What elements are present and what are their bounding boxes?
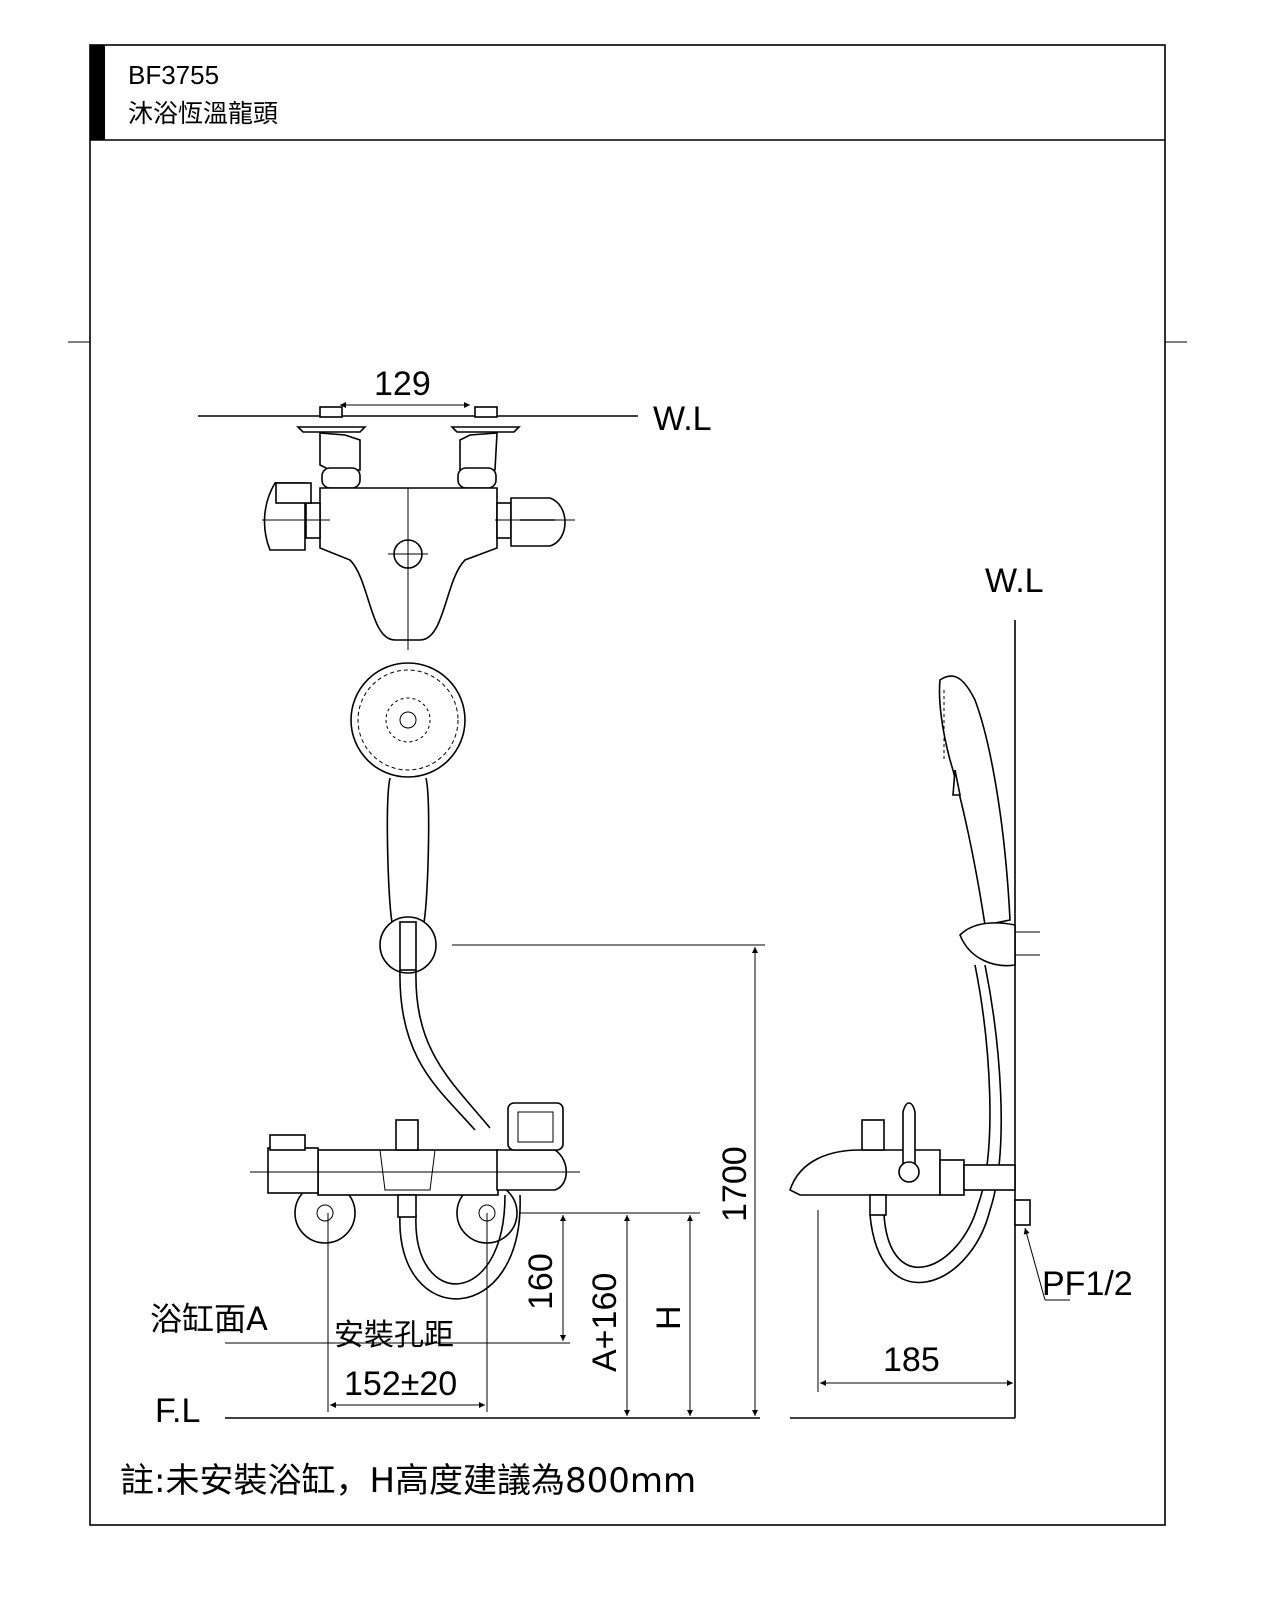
tub-surface-label: 浴缸面A — [150, 1300, 268, 1338]
hand-shower-front — [350, 662, 466, 974]
front-view-faucet — [250, 969, 580, 1300]
dim-1700: 1700 — [716, 1146, 754, 1222]
hole-spacing-label: 安裝孔距 — [334, 1318, 454, 1353]
model-number: BF3755 — [128, 60, 219, 90]
drawing-frame — [68, 44, 1187, 1526]
water-line-label-top: W.L — [653, 400, 712, 438]
side-view-faucet — [789, 620, 1070, 1418]
top-view-faucet — [198, 402, 638, 650]
floor-line-label: F.L — [155, 1392, 200, 1430]
water-line-label-side: W.L — [985, 562, 1044, 600]
thread-spec-label: PF1/2 — [1042, 1265, 1133, 1303]
product-name: 沐浴恆溫龍頭 — [128, 99, 278, 128]
front-dimensions — [225, 944, 1015, 1419]
dim-h: H — [650, 1305, 688, 1330]
header-accent-bar — [90, 45, 105, 140]
dim-inlet-spacing: 129 — [374, 365, 431, 403]
dim-160: 160 — [522, 1253, 560, 1310]
installation-note: 註:未安裝浴缸，H高度建議為800mm — [120, 1461, 696, 1501]
dim-a-plus-160: A+160 — [586, 1273, 624, 1372]
hole-spacing-value: 152±20 — [344, 1365, 457, 1403]
dim-185: 185 — [883, 1341, 940, 1379]
